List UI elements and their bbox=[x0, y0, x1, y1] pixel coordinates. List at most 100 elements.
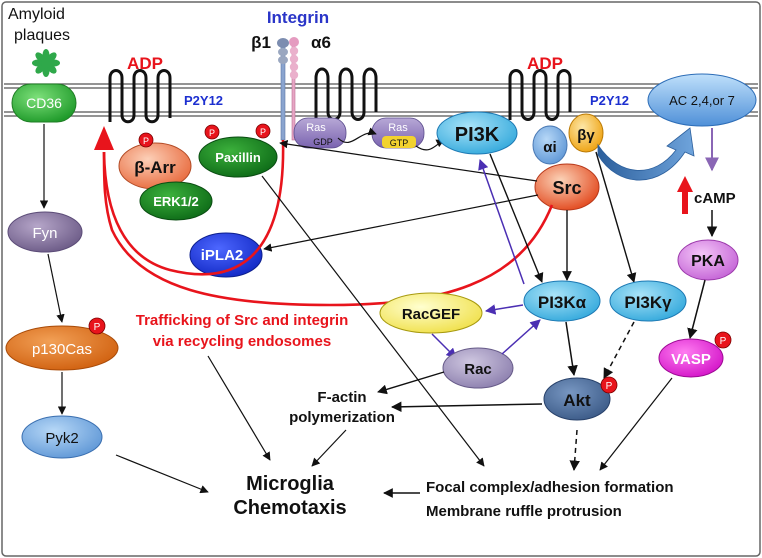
camp-increase-arrow bbox=[677, 176, 693, 214]
paxillin-to-focal-arrow bbox=[261, 175, 485, 467]
trafficking-to-chemotaxis-arrow bbox=[207, 355, 271, 461]
pi3k-label: PI3K bbox=[455, 124, 500, 146]
pyk2-node: Pyk2 bbox=[21, 415, 103, 459]
racgef-label: RacGEF bbox=[402, 306, 460, 323]
chemotaxis-label-2: Chemotaxis bbox=[233, 497, 346, 519]
pyk2-to-chemotaxis-arrow bbox=[115, 454, 209, 494]
trafficking-arrow-integrin bbox=[102, 139, 285, 276]
phospho-badge-p130cas: P bbox=[88, 317, 106, 335]
rac-to-factin-arrow bbox=[377, 371, 445, 395]
adp-right-label: ADP bbox=[527, 54, 563, 73]
akt-node: Akt bbox=[543, 377, 611, 421]
ipla2-label: iPLA2 bbox=[201, 247, 244, 264]
src-label: Src bbox=[552, 178, 581, 198]
pi3k-node: PI3K bbox=[436, 111, 518, 155]
ras-gtp-node: Ras GTP bbox=[371, 117, 425, 149]
rac-label: Rac bbox=[464, 361, 492, 378]
pka-to-vasp-arrow bbox=[687, 279, 706, 340]
alpha6-label: α6 bbox=[311, 33, 331, 52]
pi3k-alpha-label: PI3Kα bbox=[538, 293, 587, 312]
betagamma-to-pi3kgamma-arrow bbox=[595, 151, 637, 283]
adp-left-label: ADP bbox=[127, 54, 163, 73]
fyn-to-p130cas-arrow bbox=[47, 253, 65, 323]
ras-exchange-arrow bbox=[337, 127, 377, 144]
pi3kalpha-to-akt-arrow bbox=[565, 321, 578, 377]
gtp-label: GTP bbox=[390, 138, 409, 148]
pka-node: PKA bbox=[677, 239, 739, 281]
vasp-node: VASP bbox=[658, 338, 724, 378]
adenylyl-cyclase-node: AC 2,4,or 7 bbox=[647, 73, 757, 127]
akt-to-factin-arrow bbox=[390, 401, 543, 413]
svg-text:P: P bbox=[720, 336, 727, 347]
pi3k-gamma-node: PI3Kγ bbox=[609, 280, 687, 322]
pyk2-label: Pyk2 bbox=[45, 430, 78, 447]
cd36-node: CD36 bbox=[11, 83, 77, 123]
trafficking-label-2: via recycling endosomes bbox=[153, 333, 331, 350]
vasp-label: VASP bbox=[671, 351, 711, 368]
alpha-i-label: αi bbox=[543, 139, 556, 156]
trafficking-arrowhead bbox=[94, 126, 114, 150]
g-alpha-i-node: αi bbox=[532, 125, 568, 165]
factin-to-chemotaxis-arrow bbox=[311, 429, 347, 467]
trafficking-arrow-src bbox=[102, 151, 554, 307]
racgef-to-rac-arrow bbox=[431, 333, 457, 359]
focal-label-1: Focal complex/adhesion formation bbox=[426, 479, 674, 496]
gi-inhibits-ac-arrow bbox=[597, 127, 695, 181]
p2y12-right-label: P2Y12 bbox=[590, 93, 629, 108]
phospho-badge-vasp: P bbox=[714, 331, 732, 349]
integrin-beta1-subunit bbox=[277, 38, 289, 141]
gdp-label: GDP bbox=[313, 137, 333, 147]
akt-label: Akt bbox=[563, 391, 591, 410]
beta-gamma-label: βγ bbox=[577, 127, 595, 144]
p2y12-receptor-right bbox=[508, 69, 572, 121]
src-node: Src bbox=[534, 163, 600, 211]
trafficking-label-1: Trafficking of Src and integrin bbox=[136, 312, 349, 329]
rac-node: Rac bbox=[442, 347, 514, 389]
cell-membrane bbox=[4, 83, 758, 117]
p2y12-receptor-left bbox=[108, 69, 172, 124]
g-beta-gamma-node: βγ bbox=[568, 113, 604, 153]
integrin-alpha6-subunit bbox=[289, 37, 299, 141]
erk-label: ERK1/2 bbox=[153, 194, 199, 209]
paxillin-node: Paxillin bbox=[198, 136, 278, 178]
p130cas-node: p130Cas bbox=[5, 325, 119, 371]
focal-label-2: Membrane ruffle protrusion bbox=[426, 503, 622, 520]
chemotaxis-label-1: Microglia bbox=[246, 473, 335, 495]
beta1-label: β1 bbox=[251, 33, 271, 52]
svg-text:P: P bbox=[606, 381, 613, 392]
phospho-badge-erk: P bbox=[204, 124, 220, 140]
ipla2-node: iPLA2 bbox=[189, 232, 263, 278]
ac-label: AC 2,4,or 7 bbox=[669, 93, 735, 108]
beta-arrestin-node: β-Arr bbox=[118, 142, 192, 190]
pi3k-alpha-node: PI3Kα bbox=[523, 280, 601, 322]
pi3kgamma-to-akt-arrow bbox=[603, 321, 635, 379]
pi3kalpha-to-racgef-arrow bbox=[484, 304, 524, 315]
pi3k-to-pi3kalpha-arrow bbox=[489, 153, 544, 283]
svg-text:P: P bbox=[260, 127, 266, 137]
camp-label: cAMP bbox=[694, 190, 736, 207]
ras-gtp-ras-label: Ras bbox=[388, 122, 408, 134]
vasp-to-focal-arrow bbox=[599, 377, 673, 471]
phospho-badge-beta-arr: P bbox=[138, 132, 154, 148]
amyloid-label-1: Amyloid bbox=[8, 6, 65, 23]
svg-text:P: P bbox=[143, 136, 149, 146]
erk-node: ERK1/2 bbox=[139, 181, 213, 221]
paxillin-label: Paxillin bbox=[215, 150, 261, 165]
p2y12-left-label: P2Y12 bbox=[184, 93, 223, 108]
svg-text:P: P bbox=[94, 322, 101, 333]
phospho-badge-akt: P bbox=[600, 376, 618, 394]
phospho-badge-paxillin: P bbox=[255, 123, 271, 139]
src-to-paxillin-arrow bbox=[279, 139, 538, 182]
amyloid-label-2: plaques bbox=[14, 27, 70, 44]
src-to-ipla2-arrow bbox=[263, 194, 539, 252]
akt-to-focal-arrow bbox=[569, 429, 580, 472]
ras-gdp-node: Ras GDP bbox=[293, 117, 347, 149]
svg-text:P: P bbox=[209, 128, 215, 138]
pka-label: PKA bbox=[691, 253, 725, 270]
pi3k-gamma-label: PI3Kγ bbox=[624, 293, 672, 312]
pi3kalpha-to-pi3k-arrow bbox=[478, 159, 525, 285]
gpcr-receptor-middle bbox=[314, 67, 378, 121]
fyn-label: Fyn bbox=[32, 225, 57, 242]
